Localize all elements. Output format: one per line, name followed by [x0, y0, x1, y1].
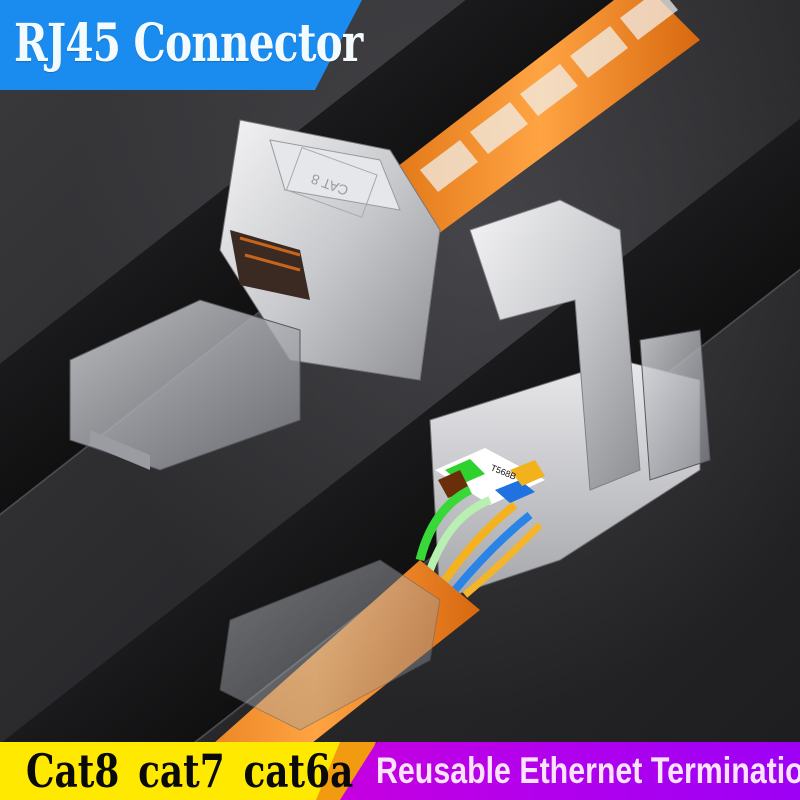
- bottom-cable: [150, 559, 480, 800]
- title-banner: [0, 0, 362, 90]
- bottom-rj45-connector-open: T568B: [415, 199, 711, 601]
- top-rj45-connector: CAT 8: [69, 119, 441, 471]
- categories-text: Cat8 cat7 cat6a: [26, 744, 354, 798]
- top-cable: [380, 0, 700, 240]
- tagline-banner: [340, 742, 800, 800]
- tagline-text: Reusable Ethernet Termination: [376, 750, 800, 791]
- categories-banner: [0, 742, 360, 800]
- title-text: RJ45 Connector: [14, 13, 363, 74]
